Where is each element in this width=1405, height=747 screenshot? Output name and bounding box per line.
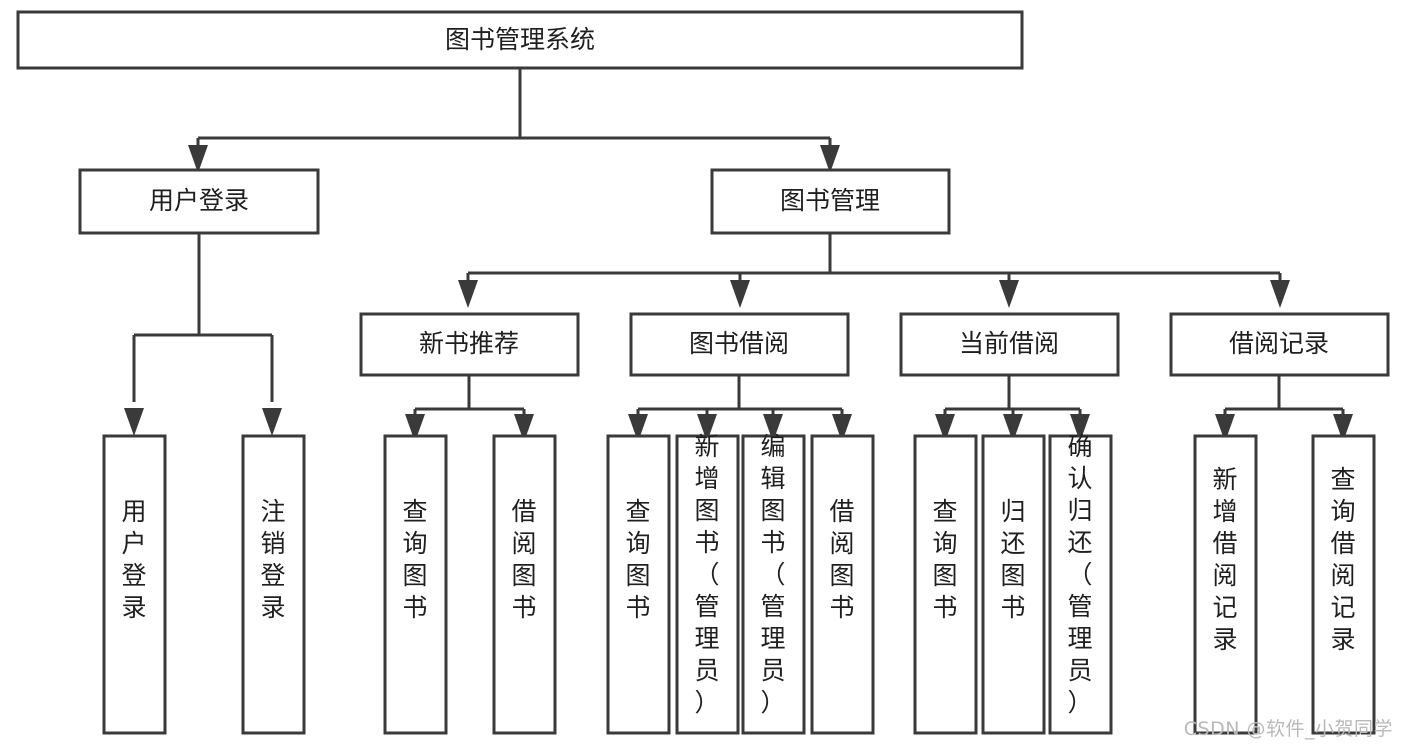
leaf-box-add-book[interactable]: [675, 434, 740, 735]
current-borrow-label: 当前借阅: [959, 329, 1059, 358]
leaf-box-query-book-new[interactable]: [383, 434, 448, 735]
leaf-label-confirm-return: 确认归还（管理员）: [1067, 432, 1092, 717]
leaf-label-query-borrow-record: 查询借阅记录: [1330, 465, 1355, 654]
connector-root-to-level2: [188, 68, 840, 173]
leaf-box-edit-book[interactable]: [741, 434, 806, 735]
leaf-box-borrow-book-new[interactable]: [492, 434, 557, 735]
leaf-node[interactable]: 借阅图书: [810, 434, 875, 735]
leaf-node[interactable]: 用户登录: [102, 434, 167, 735]
csdn-watermark: CSDN @软件_小贺同学: [1183, 718, 1393, 740]
leaf-label-query-book-current: 查询图书: [932, 497, 957, 622]
leaf-box-user-login[interactable]: [102, 434, 167, 735]
leaf-label-borrow-book-new: 借阅图书: [511, 497, 536, 622]
leaf-node[interactable]: 查询图书: [606, 434, 671, 735]
leaf-node[interactable]: 确认归还（管理员）: [1048, 432, 1113, 735]
connector-bookmgmt-to-level3: [458, 233, 1290, 308]
leaf-box-query-borrow-record[interactable]: [1311, 434, 1376, 735]
leaf-box-query-book-current[interactable]: [913, 434, 978, 735]
leaf-label-logout: 注销登录: [260, 497, 285, 622]
node-book-management[interactable]: 图书管理: [710, 168, 951, 235]
node-borrow-record[interactable]: 借阅记录: [1169, 312, 1390, 377]
connector-borrowrecord-to-leaves: [1215, 375, 1353, 442]
leaf-node[interactable]: 新增图书（管理员）: [675, 432, 740, 735]
leaf-label-add-borrow-record: 新增借阅记录: [1212, 465, 1237, 654]
leaf-label-query-book-borrow: 查询图书: [625, 497, 650, 622]
node-new-book-recommend[interactable]: 新书推荐: [359, 312, 580, 377]
leaf-box-logout[interactable]: [241, 434, 306, 735]
leaf-label-edit-book: 编辑图书（管理员）: [760, 432, 785, 717]
leaf-box-return-book[interactable]: [981, 434, 1046, 735]
leaf-label-add-book: 新增图书（管理员）: [694, 432, 719, 717]
node-root[interactable]: 图书管理系统: [16, 10, 1024, 70]
leaf-node[interactable]: 归还图书: [981, 434, 1046, 735]
leaf-node[interactable]: 查询借阅记录: [1311, 434, 1376, 735]
user-login-label: 用户登录: [149, 186, 249, 215]
leaf-box-add-borrow-record[interactable]: [1193, 434, 1258, 735]
root-label: 图书管理系统: [445, 25, 595, 54]
root-box[interactable]: [16, 10, 1024, 70]
leaf-label-query-book-new: 查询图书: [402, 497, 427, 622]
leaf-label-borrow-book: 借阅图书: [829, 497, 854, 622]
connector-newbook-to-leaves: [405, 375, 534, 442]
connector-bookborrow-to-leaves: [628, 375, 852, 442]
leaf-node[interactable]: 编辑图书（管理员）: [741, 432, 806, 735]
leaf-node[interactable]: 查询图书: [913, 434, 978, 735]
leaf-node[interactable]: 新增借阅记录: [1193, 434, 1258, 735]
new-book-recommend-box[interactable]: [359, 312, 580, 377]
leaf-box-borrow-book[interactable]: [810, 434, 875, 735]
book-management-label: 图书管理: [780, 186, 880, 215]
leaf-node[interactable]: 查询图书: [383, 434, 448, 735]
node-book-borrow[interactable]: 图书借阅: [629, 312, 850, 377]
node-user-login[interactable]: 用户登录: [78, 168, 320, 235]
leaf-label-user-login: 用户登录: [121, 497, 146, 622]
leaf-node[interactable]: 注销登录: [241, 434, 306, 735]
leaf-box-confirm-return[interactable]: [1048, 434, 1113, 735]
connector-userlogin-to-leaves: [124, 233, 282, 436]
leaf-label-return-book: 归还图书: [1000, 497, 1025, 622]
connector-currentborrow-to-leaves: [935, 375, 1090, 442]
new-book-recommend-label: 新书推荐: [419, 329, 519, 358]
user-login-box[interactable]: [78, 168, 320, 235]
leaf-box-query-book-borrow[interactable]: [606, 434, 671, 735]
node-current-borrow[interactable]: 当前借阅: [899, 312, 1120, 377]
current-borrow-box[interactable]: [899, 312, 1120, 377]
leaf-node[interactable]: 借阅图书: [492, 434, 557, 735]
borrow-record-label: 借阅记录: [1229, 329, 1329, 358]
book-borrow-label: 图书借阅: [689, 329, 789, 358]
